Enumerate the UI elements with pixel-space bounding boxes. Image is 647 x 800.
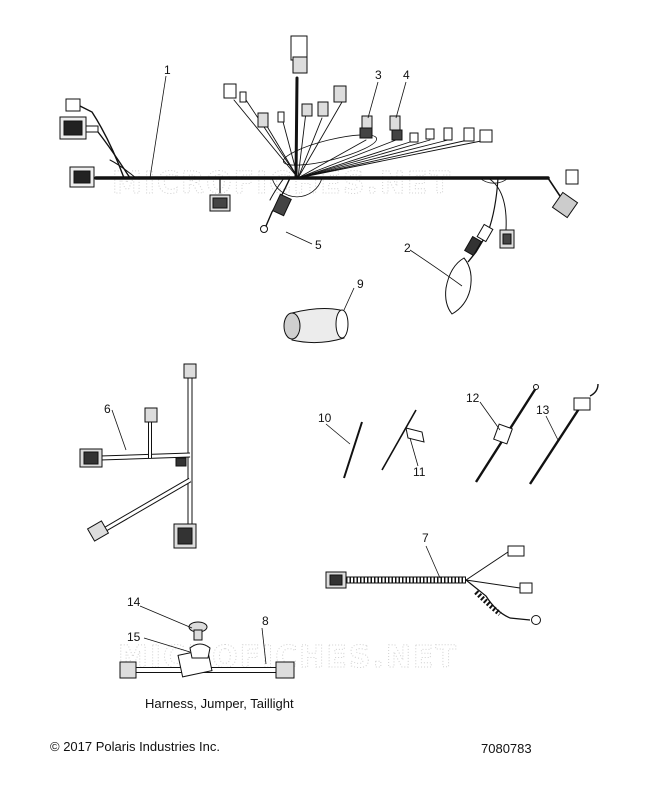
sleeve-item-9 xyxy=(283,308,349,344)
harness-item-7 xyxy=(344,551,531,621)
callout-11: 11 xyxy=(413,465,426,479)
harness-item-2 xyxy=(445,223,494,315)
callout-10: 10 xyxy=(318,411,332,425)
callout-8: 8 xyxy=(262,614,269,628)
clips-and-ties xyxy=(343,383,599,485)
main-harness xyxy=(77,76,567,233)
main-harness-connectors xyxy=(59,35,579,249)
clip-item-15 xyxy=(189,643,211,659)
callout-13: 13 xyxy=(536,403,550,417)
callout-7: 7 xyxy=(422,531,429,545)
callouts: 1 2 3 4 5 6 7 8 9 10 11 12 13 14 15 xyxy=(104,63,550,644)
harness-item-7-connectors xyxy=(325,545,541,625)
copyright-notice: © 2017 Polaris Industries Inc. xyxy=(50,739,220,754)
callout-9: 9 xyxy=(357,277,364,291)
callout-6: 6 xyxy=(104,402,111,416)
document-number: 7080783 xyxy=(481,741,532,756)
callout-4: 4 xyxy=(403,68,410,82)
harness-item-6-connectors xyxy=(79,363,197,549)
harness-item-6 xyxy=(99,378,193,548)
callout-2: 2 xyxy=(404,241,411,255)
callout-15: 15 xyxy=(127,630,141,644)
fastener-item-14 xyxy=(188,621,208,641)
diagram-caption: Harness, Jumper, Taillight xyxy=(145,696,294,711)
callout-12: 12 xyxy=(466,391,480,405)
callout-3: 3 xyxy=(375,68,382,82)
callout-5: 5 xyxy=(315,238,322,252)
callout-14: 14 xyxy=(127,595,141,609)
leader-lines xyxy=(111,75,559,665)
callout-1: 1 xyxy=(164,63,171,77)
